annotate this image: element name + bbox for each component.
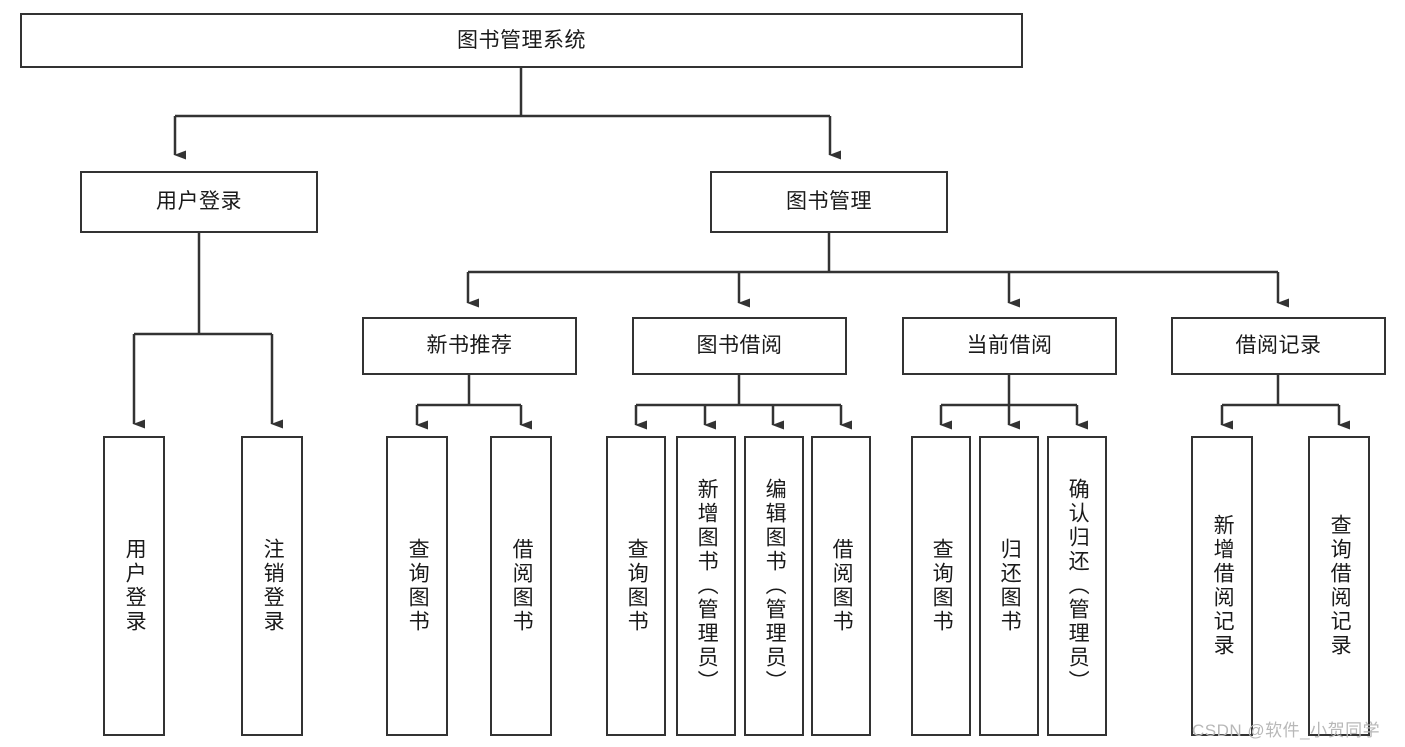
edge-bookmgmt-to-level3 bbox=[466, 233, 1289, 308]
node-leaf-current-confirm-return[interactable]: 确认归还（管理员） bbox=[1047, 436, 1107, 736]
node-book-management[interactable]: 图书管理 bbox=[710, 171, 948, 233]
node-label: 查询借阅记录 bbox=[1328, 514, 1352, 658]
edge-newbook-to-children bbox=[415, 375, 532, 430]
node-label: 查询图书 bbox=[625, 538, 649, 634]
node-label: 确认归还（管理员） bbox=[1066, 478, 1090, 694]
edge-currentborrow-to-children bbox=[939, 375, 1088, 430]
node-label: 图书管理 bbox=[786, 190, 872, 214]
node-leaf-record-query[interactable]: 查询借阅记录 bbox=[1308, 436, 1370, 736]
edge-userlogin-to-children bbox=[132, 233, 283, 429]
node-user-login[interactable]: 用户登录 bbox=[80, 171, 318, 233]
node-new-book-recommend[interactable]: 新书推荐 bbox=[362, 317, 577, 375]
node-leaf-user-logout[interactable]: 注销登录 bbox=[241, 436, 303, 736]
node-label: 归还图书 bbox=[998, 538, 1022, 634]
node-leaf-record-add[interactable]: 新增借阅记录 bbox=[1191, 436, 1253, 736]
node-label: 借阅记录 bbox=[1235, 334, 1322, 358]
node-label: 新增借阅记录 bbox=[1211, 514, 1235, 658]
node-leaf-recommend-query-book[interactable]: 查询图书 bbox=[386, 436, 448, 736]
watermark-text: CSDN @软件_小贺同学 bbox=[1192, 721, 1381, 740]
node-leaf-current-return-book[interactable]: 归还图书 bbox=[979, 436, 1039, 736]
node-leaf-borrow-add-book[interactable]: 新增图书（管理员） bbox=[676, 436, 736, 736]
node-leaf-borrow-edit-book[interactable]: 编辑图书（管理员） bbox=[744, 436, 804, 736]
node-label: 当前借阅 bbox=[966, 334, 1053, 358]
node-label: 图书借阅 bbox=[696, 334, 783, 358]
node-label: 注销登录 bbox=[261, 538, 285, 634]
node-borrow-record[interactable]: 借阅记录 bbox=[1171, 317, 1386, 375]
node-label: 图书管理系统 bbox=[457, 28, 586, 52]
edge-root-to-level2 bbox=[173, 68, 841, 160]
node-label: 借阅图书 bbox=[510, 538, 534, 634]
node-leaf-current-query-book[interactable]: 查询图书 bbox=[911, 436, 971, 736]
node-label: 用户登录 bbox=[156, 190, 242, 214]
node-leaf-user-login[interactable]: 用户登录 bbox=[103, 436, 165, 736]
node-leaf-borrow-borrow-book[interactable]: 借阅图书 bbox=[811, 436, 871, 736]
node-label: 借阅图书 bbox=[830, 538, 854, 634]
node-current-borrow[interactable]: 当前借阅 bbox=[902, 317, 1117, 375]
edge-borrowbook-to-children bbox=[634, 375, 852, 430]
node-leaf-recommend-borrow-book[interactable]: 借阅图书 bbox=[490, 436, 552, 736]
node-label: 查询图书 bbox=[930, 538, 954, 634]
node-leaf-borrow-query-book[interactable]: 查询图书 bbox=[606, 436, 666, 736]
node-book-borrow[interactable]: 图书借阅 bbox=[632, 317, 847, 375]
node-label: 新书推荐 bbox=[426, 334, 513, 358]
node-label: 编辑图书（管理员） bbox=[763, 478, 787, 694]
node-root-system[interactable]: 图书管理系统 bbox=[20, 13, 1023, 68]
edge-borrowrecord-to-children bbox=[1220, 375, 1350, 430]
node-label: 用户登录 bbox=[123, 538, 147, 634]
node-label: 新增图书（管理员） bbox=[695, 478, 719, 694]
node-label: 查询图书 bbox=[406, 538, 430, 634]
